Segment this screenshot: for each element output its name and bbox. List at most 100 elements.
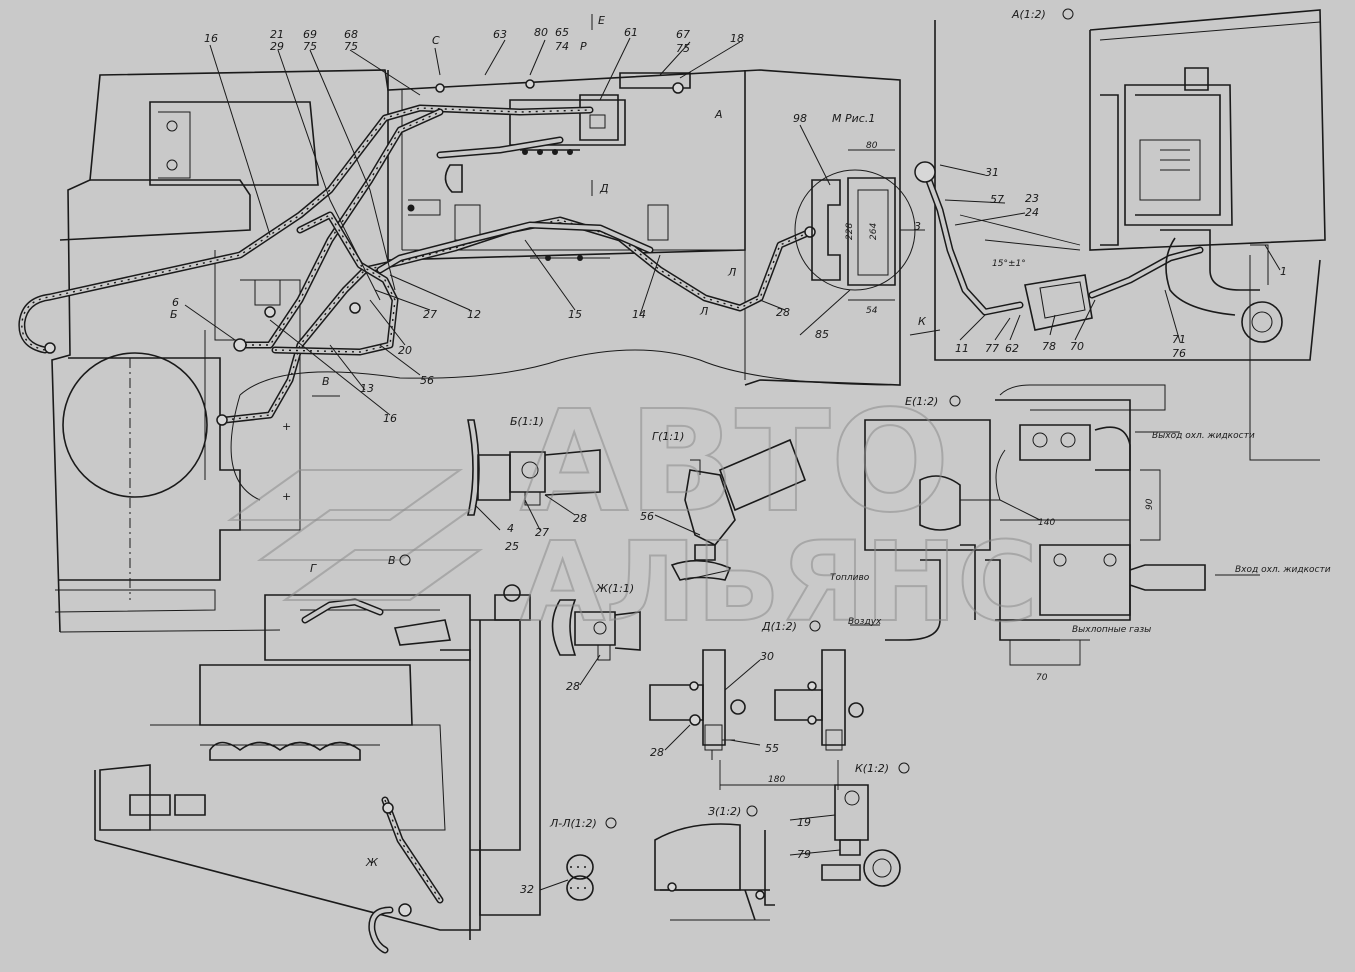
label-12: 12 — [467, 308, 481, 321]
label-4: 4 — [507, 522, 514, 535]
view-b-title: Б(1:1) — [510, 415, 544, 428]
coolant-out-label: Выход охл. жидкости — [1152, 431, 1255, 441]
label-11: 11 — [955, 342, 969, 355]
dim-80: 80 — [866, 141, 878, 151]
label-16b: 16 — [383, 412, 397, 425]
label-19: 19 — [797, 816, 811, 829]
label-20: 20 — [398, 344, 412, 357]
panel-box — [387, 70, 746, 380]
label-13: 13 — [360, 382, 374, 395]
dim-264: 264 — [869, 223, 879, 240]
label-15: 15 — [568, 308, 582, 321]
view-zh — [551, 599, 641, 661]
view-v-title: В — [388, 554, 396, 567]
label-62: 62 — [1005, 342, 1019, 355]
label-75c: 75 — [676, 42, 690, 55]
dim-70: 70 — [1036, 673, 1048, 683]
label-6: 6 — [172, 296, 179, 309]
label-18: 18 — [730, 32, 744, 45]
air-label: Воздух — [848, 617, 882, 627]
mark-e: Е — [598, 14, 605, 27]
mark-r: Р — [580, 40, 587, 53]
fuel-label: Топливо — [830, 573, 870, 583]
fittings — [44, 79, 816, 426]
label-55: 55 — [765, 742, 779, 755]
view-g — [670, 438, 807, 581]
label-1: 1 — [1280, 265, 1287, 278]
watermark-top: АВТО — [520, 381, 950, 544]
label-27b: 27 — [535, 526, 549, 539]
view-zh-title: Ж(1:1) — [595, 582, 634, 595]
label-68: 68 — [344, 28, 358, 41]
view-b — [467, 419, 601, 516]
view-g-mark: Г — [310, 562, 317, 575]
mark-s: С — [432, 34, 440, 47]
view-e-title: Е(1:2) — [905, 395, 938, 408]
detail-m — [794, 149, 925, 301]
label-80: 80 — [534, 26, 548, 39]
watermark-bottom: АЛЬЯНС — [520, 518, 1038, 646]
label-21: 21 — [270, 28, 284, 41]
section-marks: А Б В Д Е К Л Л Р С 3 — [170, 14, 941, 397]
pipes-main — [18, 104, 814, 424]
label-23: 23 — [1025, 192, 1039, 205]
label-27a: 27 — [423, 308, 437, 321]
label-98: 98 — [793, 112, 807, 125]
part-labels: 16 21 29 69 75 68 75 63 80 65 74 61 67 7… — [172, 26, 1287, 896]
label-67: 67 — [676, 28, 690, 41]
dim-90: 90 — [1145, 498, 1155, 510]
view-a — [914, 9, 1326, 461]
exhaust-label: Выхлопные газы — [1072, 625, 1151, 635]
dim-228: 228 — [845, 223, 855, 240]
dim-140: 140 — [1038, 518, 1055, 528]
engine-side — [94, 349, 901, 954]
label-78: 78 — [1042, 340, 1056, 353]
label-85: 85 — [815, 328, 829, 341]
mark-l2: Л — [699, 305, 708, 318]
view-d-title: Д(1:2) — [761, 620, 797, 633]
dim-54: 54 — [866, 306, 878, 316]
label-65: 65 — [555, 26, 569, 39]
view-e — [850, 384, 1260, 666]
label-74: 74 — [555, 40, 569, 53]
svg-text:+: + — [282, 490, 291, 503]
mark-z: 3 — [914, 220, 921, 233]
label-57: 57 — [990, 193, 1004, 206]
detail-ll-z — [566, 823, 775, 921]
view-ll-title: Л-Л(1:2) — [549, 817, 597, 830]
label-31: 31 — [985, 166, 999, 179]
view-a-title: А(1:2) — [1011, 8, 1046, 21]
label-71: 71 — [1172, 333, 1186, 346]
mark-v: В — [322, 375, 330, 388]
label-61: 61 — [624, 26, 638, 39]
label-56a: 56 — [420, 374, 434, 387]
label-30: 30 — [760, 650, 774, 663]
view-z-title: З(1:2) — [708, 805, 741, 818]
label-70: 70 — [1070, 340, 1084, 353]
flow-annotations: Выход охл. жидкости Вход охл. жидкости Т… — [830, 431, 1331, 635]
mark-d: Д — [599, 182, 609, 195]
mark-b: Б — [170, 308, 178, 321]
dim-angle: 15°±1° — [992, 259, 1026, 269]
label-24: 24 — [1025, 206, 1039, 219]
dimension-labels: 80 54 228 264 15°±1° 90 140 70 180 — [768, 141, 1155, 785]
detail-d-k — [649, 649, 901, 887]
label-16a: 16 — [204, 32, 218, 45]
label-29: 29 — [270, 40, 284, 53]
leader-lines — [184, 37, 1281, 891]
label-75b: 75 — [344, 40, 358, 53]
view-titles: А(1:2) Б(1:1) В Г Г(1:1) Д(1:2) Е(1:2) Ж… — [310, 8, 1074, 869]
mark-k: К — [918, 315, 927, 328]
label-77: 77 — [985, 342, 999, 355]
label-63: 63 — [493, 28, 507, 41]
label-32: 32 — [520, 883, 534, 896]
view-m-title: М Рис.1 — [832, 112, 875, 125]
svg-text:+: + — [282, 420, 291, 433]
watermark: АВТО АЛЬЯНС — [226, 380, 1039, 647]
coolant-in-label: Вход охл. жидкости — [1235, 565, 1331, 575]
label-28d: 28 — [650, 746, 664, 759]
label-25: 25 — [505, 540, 519, 553]
label-56b: 56 — [640, 510, 654, 523]
